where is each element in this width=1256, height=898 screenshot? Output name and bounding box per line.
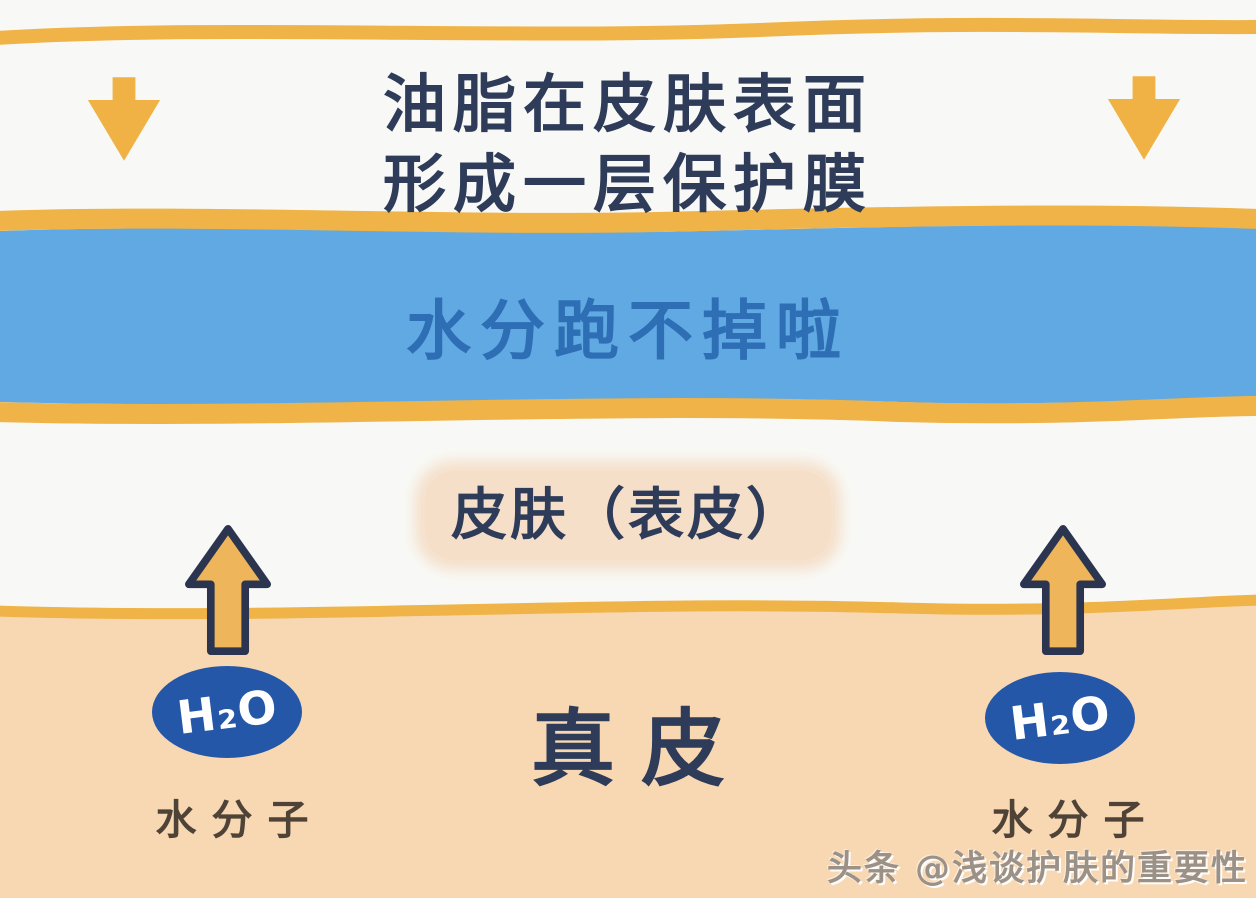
water-molecule-label-left: 水分子 [155,796,324,844]
toutiao-watermark: 头条 @浅谈护肤的重要性 [826,849,1248,889]
water-molecule-label-right: 水分子 [991,796,1160,844]
epidermis-label: 皮肤（表皮） [425,471,831,560]
down-arrow-icon-right [1107,76,1181,160]
h2o-formula-left: H₂O [173,679,281,745]
up-arrow-icon-left [185,525,271,655]
protective-film-caption-line1: 油脂在皮肤表面 [383,68,873,141]
moisture-band [0,225,1256,405]
h2o-molecule-left: H₂O [152,666,302,758]
sebum-film-line-top [0,17,1256,45]
h2o-molecule-right: H₂O [985,672,1135,764]
moisture-caption: 水分跑不掉啦 [405,294,851,369]
dermis-label: 真皮 [530,700,752,798]
up-arrow-icon-right [1020,525,1106,655]
protective-film-caption-line2: 形成一层保护膜 [383,148,873,221]
dermis-band [0,600,1256,898]
sebum-film-line-lower [0,396,1256,424]
down-arrow-icon-left [87,77,161,161]
h2o-formula-right: H₂O [1006,685,1114,751]
sebum-film-line-upper [0,205,1256,233]
